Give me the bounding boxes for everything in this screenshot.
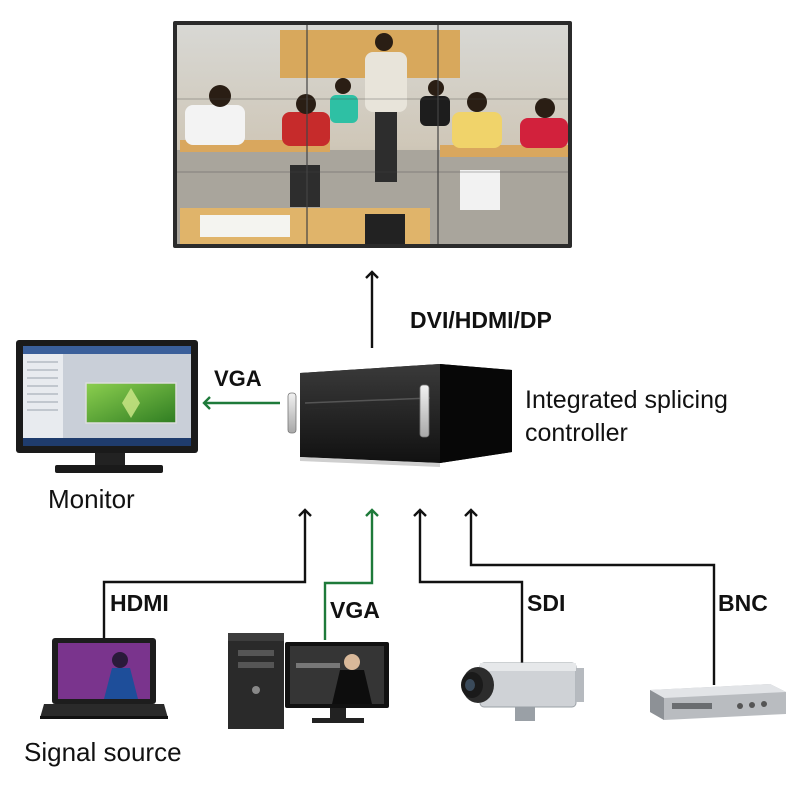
rack-controller-icon bbox=[287, 364, 512, 467]
input-sdi-label: SDI bbox=[527, 590, 566, 616]
laptop-icon bbox=[40, 638, 168, 719]
video-wall bbox=[173, 21, 572, 248]
line-vga bbox=[323, 508, 379, 640]
desktop-pc-icon bbox=[228, 633, 389, 729]
signal-source-label: Signal source bbox=[24, 737, 182, 767]
input-vga-label: VGA bbox=[330, 597, 380, 623]
output-interface-label: DVI/HDMI/DP bbox=[410, 307, 552, 333]
input-hdmi-label: HDMI bbox=[110, 590, 169, 616]
line-bnc bbox=[464, 508, 716, 685]
monitor-icon bbox=[16, 340, 198, 473]
bnc-dvr-box-icon bbox=[650, 684, 786, 720]
line-sdi bbox=[413, 508, 524, 665]
monitor-link-label: VGA bbox=[214, 366, 262, 391]
line-hdmi bbox=[102, 508, 312, 640]
cctv-camera-icon bbox=[461, 662, 584, 721]
controller-label: Integrated splicing controller bbox=[525, 386, 728, 447]
input-bnc-label: BNC bbox=[718, 590, 768, 616]
monitor-label: Monitor bbox=[48, 484, 135, 514]
